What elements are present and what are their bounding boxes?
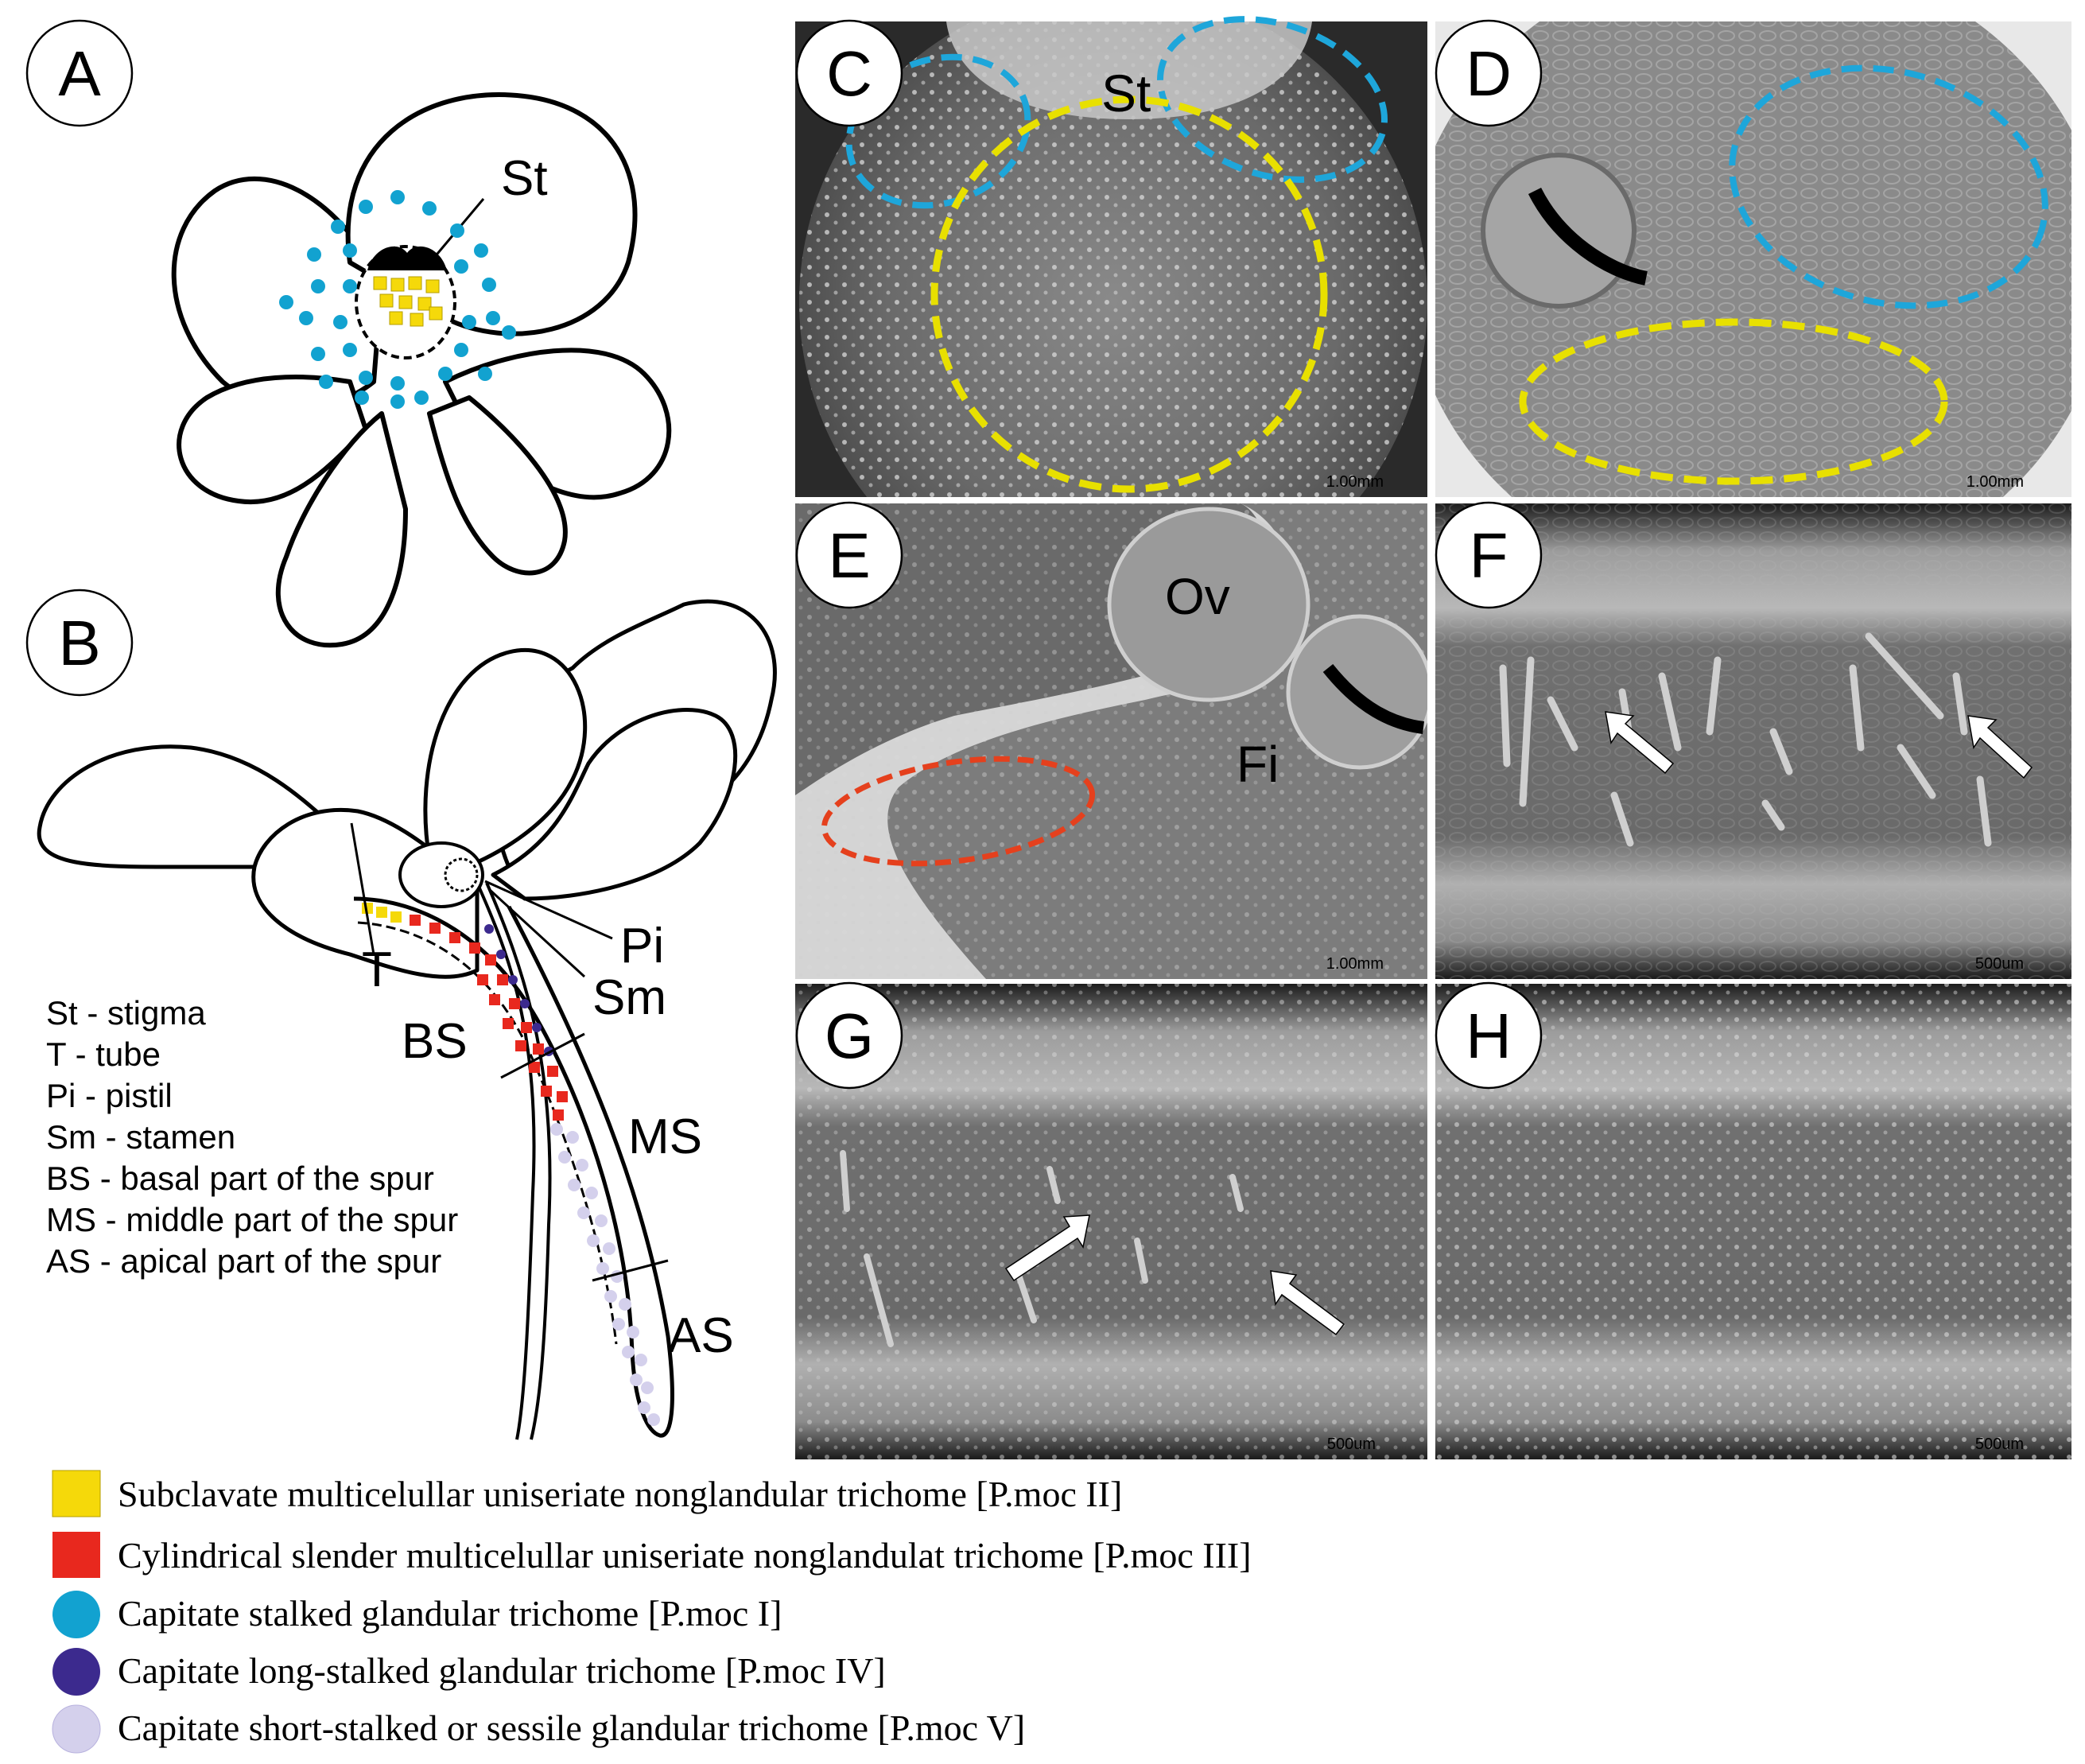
glossary-item: MS - middle part of the spur xyxy=(46,1201,458,1238)
blue-trichome-markers-a xyxy=(279,190,516,409)
glossary-item: AS - apical part of the spur xyxy=(46,1242,441,1280)
panel-f-letter-badge xyxy=(1435,501,1543,609)
trichome-legend: Subclavate multicelullar uniseriate nong… xyxy=(52,1470,1252,1754)
stigma-black xyxy=(367,246,447,270)
sem-d-anther-slit xyxy=(1528,187,1648,286)
panel-g-letter: G xyxy=(825,1001,874,1071)
ovary-core-b xyxy=(444,857,479,892)
arrow-f-1 xyxy=(1605,711,1675,775)
panel-b-letter-badge xyxy=(25,589,134,697)
yellow-region-c xyxy=(930,95,1328,493)
yellow-region-d xyxy=(1519,318,1948,485)
stamen-line xyxy=(476,882,536,1440)
blue-region-d xyxy=(1729,64,2048,309)
label-ms: MS xyxy=(628,1109,702,1164)
glossary-item: BS - basal part of the spur xyxy=(46,1160,434,1197)
glossary-item: T - tube xyxy=(46,1035,161,1073)
pistil-line xyxy=(485,882,552,1440)
panel-f-letter: F xyxy=(1470,520,1508,591)
arrow-g-2 xyxy=(1270,1270,1345,1336)
legend-label: Capitate long-stalked glandular trichome… xyxy=(118,1650,886,1691)
glossary-item: St - stigma xyxy=(46,994,206,1032)
blue-region-c-right xyxy=(1157,16,1388,183)
sem-e-ovary xyxy=(1107,507,1310,702)
sem-e-anther-slit xyxy=(1322,664,1425,734)
yellow-trichome-markers-a xyxy=(373,276,443,327)
sem-c-texture xyxy=(799,21,1427,497)
scale-f: 500um xyxy=(1975,955,2024,973)
sem-d-texture xyxy=(1435,21,2071,497)
panel-e-letter: E xyxy=(828,520,870,591)
legend-swatch-lavender xyxy=(52,1704,101,1754)
panel-d-letter: D xyxy=(1466,38,1512,109)
lavender-trichome-markers-b xyxy=(550,1123,660,1426)
petal-bottom-left xyxy=(275,411,408,648)
scale-g: 500um xyxy=(1327,1436,1376,1453)
panel-c-letter: C xyxy=(826,38,872,109)
glossary-item: Pi - pistil xyxy=(46,1077,173,1114)
petal-right xyxy=(491,708,738,901)
legend-swatch-yellow xyxy=(52,1470,101,1517)
legend-label: Capitate stalked glandular trichome [P.m… xyxy=(118,1593,782,1634)
scale-h: 500um xyxy=(1975,1436,2024,1453)
glossary-item: Sm - stamen xyxy=(46,1118,235,1156)
spur-section-ticks xyxy=(350,822,669,1282)
sem-c-lip xyxy=(946,21,1312,119)
scale-d: 1.00mm xyxy=(1967,473,2024,491)
flower-front-view xyxy=(171,92,672,648)
legend-swatch-violet xyxy=(52,1648,100,1696)
sem-e-anther xyxy=(1286,614,1427,770)
sem-g-hairs xyxy=(840,1150,1244,1347)
panel-g-letter-badge xyxy=(795,981,903,1090)
arrow-g-1 xyxy=(1004,1214,1090,1282)
label-sm: Sm xyxy=(592,970,666,1025)
legend-label: Cylindrical slender multicelullar uniser… xyxy=(118,1535,1252,1576)
label-fi: Fi xyxy=(1237,736,1279,793)
arrows-f xyxy=(1605,711,2033,779)
red-trichome-markers-b xyxy=(410,915,568,1121)
label-as: AS xyxy=(668,1308,734,1363)
panel-b-letter: B xyxy=(58,608,100,678)
panel-c-letter-badge xyxy=(795,19,903,127)
label-t: T xyxy=(362,942,392,997)
label-pi: Pi xyxy=(620,919,664,973)
red-region-e xyxy=(821,756,1096,867)
petal-upper-front xyxy=(423,648,588,877)
panel-b: B xyxy=(25,589,777,1440)
panel-a: A St xyxy=(25,19,672,648)
panel-g: G 500um xyxy=(795,981,1427,1459)
panel-e-letter-badge xyxy=(795,501,903,609)
scale-e: 1.00mm xyxy=(1326,955,1384,973)
flower-side-view xyxy=(37,599,777,979)
leader-lines-b xyxy=(484,880,613,978)
legend-label: Subclavate multicelullar uniseriate nong… xyxy=(118,1474,1122,1514)
panel-d: D 1.00mm xyxy=(1435,19,2071,497)
legend-swatch-blue xyxy=(52,1591,100,1638)
violet-trichome-markers-b xyxy=(484,924,553,1056)
label-st-a: St xyxy=(501,151,548,206)
panel-h: H 500um xyxy=(1435,981,2071,1459)
petal-bottom-right xyxy=(427,395,568,576)
panel-h-letter: H xyxy=(1466,1001,1512,1071)
arrows-g xyxy=(1004,1214,1345,1336)
panel-c: St C 1.00mm xyxy=(795,16,1427,497)
panel-d-letter-badge xyxy=(1435,19,1543,127)
legend-swatch-red xyxy=(52,1532,100,1578)
panel-f: F 500um xyxy=(1435,501,2071,979)
panel-h-letter-badge xyxy=(1435,981,1543,1090)
legend-label: Capitate short-stalked or sessile glandu… xyxy=(118,1708,1025,1748)
panel-a-letter-badge xyxy=(25,19,134,127)
petal-left xyxy=(177,375,368,505)
spur-inner-left xyxy=(357,921,618,1345)
label-ov: Ov xyxy=(1165,568,1230,625)
panel-a-letter: A xyxy=(58,38,101,109)
arrow-f-2 xyxy=(1967,715,2033,779)
label-bs: BS xyxy=(402,1014,468,1069)
panel-e: Ov Fi E 1.00mm xyxy=(795,501,1427,979)
scale-c: 1.00mm xyxy=(1326,473,1384,491)
abbreviation-glossary: St - stigma T - tube Pi - pistil Sm - st… xyxy=(46,994,458,1280)
label-st-c: St xyxy=(1101,64,1151,122)
